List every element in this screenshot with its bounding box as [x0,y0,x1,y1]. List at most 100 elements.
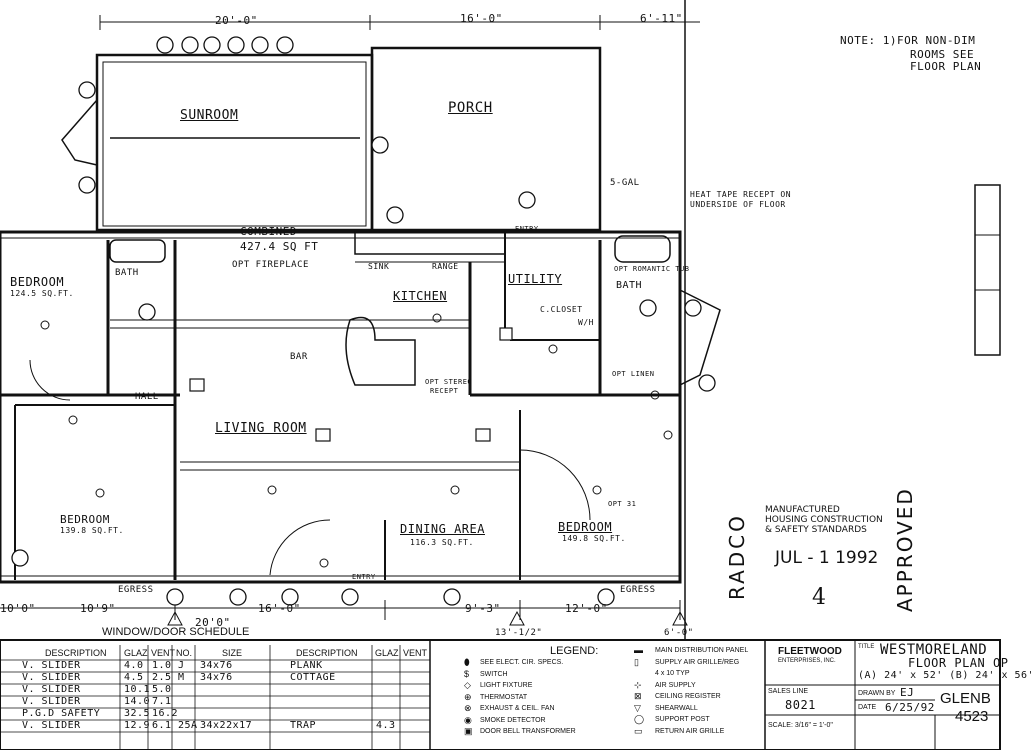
sched-h-vent2: VENT [403,648,428,658]
sched-h-no: NO. [176,648,193,658]
dim-bottom-6: 12'-0" [565,602,608,615]
dining-area-sqft: 116.3 SQ.FT. [410,538,474,547]
legend-item: SEE ELECT. CIR. SPECS. [480,659,564,666]
room-hall: HALL [135,392,159,402]
schedule-cell: 4.0 [124,660,144,671]
schedule-cell: COTTAGE [290,672,336,683]
opt-31: OPT 31 [608,500,637,508]
legend-item: SUPPLY AIR GRILLE/REG [655,658,740,666]
room-utility: UTILITY [508,272,563,286]
sched-h-desc2: DESCRIPTION [296,648,358,658]
sched-h-size: SIZE [222,648,243,658]
schedule-cell: 4.3 [376,720,396,731]
legend-symbol-icon: ◇ [464,680,471,690]
dim-bottom-5: 9'-3" [465,602,501,615]
room-bedroom-left-area: 124.5 SQ.FT. [10,289,74,298]
company-sub: ENTERPRISES, INC. [778,658,836,664]
legend-symbol-icon: ⬮ [464,657,470,667]
schedule-cell: 5.0 [152,684,172,695]
dim-bottom-2: 10'9" [80,602,116,615]
plan-title: WESTMORELAND [880,642,988,658]
drawn-by: EJ [900,686,915,699]
note-line-1: NOTE: 1)FOR NON-DIM [840,34,976,47]
dim-bottom-7: 13'-1/2" [495,628,543,638]
range-label: RANGE [432,262,459,271]
date-value: 6/25/92 [885,701,935,714]
schedule-cell: 2.5 [152,672,172,683]
legend-symbol-icon: ◯ [634,714,645,724]
schedule-cell: 10.1 [124,684,151,695]
egress-right: EGRESS [620,585,656,595]
dim-bottom-8: 6'-0" [664,628,694,638]
legend-symbol-icon: ▭ [634,725,643,736]
date-label: DATE [858,704,877,711]
legend-item: DOOR BELL TRANSFORMER [480,728,576,735]
drawn-label: DRAWN BY [858,690,896,697]
stamp-housing-3: & SAFETY STANDARDS [765,525,867,535]
legend-item: LIGHT FIXTURE [480,682,533,689]
sched-h-glaz2: GLAZ [375,648,399,658]
dim-bottom-3: 20'0" [195,616,231,629]
schedule-cell: 34x76 [200,672,233,683]
legend-item: CEILING REGISTER [655,693,721,700]
legend-item: SUPPORT POST [655,716,710,723]
schedule-title: WINDOW/DOOR SCHEDULE [102,626,250,638]
dim-bottom-4: 16'-0" [258,602,301,615]
company-name: FLEETWOOD [778,646,842,657]
legend-symbol-icon: $ [464,668,470,679]
room-bedroom-mid: BEDROOM [60,513,110,526]
egress-left: EGRESS [118,585,154,595]
title-label: TITLE [858,644,875,650]
room-bedroom-right: BEDROOM [558,520,613,534]
opt-stereo: OPT STEREO [425,378,473,386]
schedule-cell: 32.5 [124,708,151,719]
stamp-radco: RADCO [725,513,749,600]
schedule-cell: V. SLIDER [22,672,81,683]
legend-symbol-icon: ▽ [634,702,641,713]
room-dining-area: DINING AREA [400,522,485,536]
schedule-cell: 34x76 [200,660,233,671]
dim-top-1: 20'-0" [215,14,258,27]
recept-label: RECEPT [430,387,459,395]
dim-top-3: 6'-11" [640,12,683,25]
schedule-cell: PLANK [290,660,323,671]
opt-fireplace: OPT FIREPLACE [232,260,309,270]
legend-item: RETURN AIR GRILLE [655,727,725,735]
bar-label: BAR [290,352,308,362]
plan-sizes: (A) 24' x 52' (B) 24' x 56' [858,670,1034,681]
sales-line-label: SALES LINE [768,688,809,695]
dim-bottom-1: 10'0" [0,602,36,615]
stamp-number: 4 [812,585,826,610]
sched-h-vent: VENT [151,648,176,658]
room-living-room: LIVING ROOM [215,421,307,436]
legend-title: LEGEND: [550,645,599,657]
room-sunroom: SUNROOM [180,108,239,123]
schedule-cell: 7.1 [152,696,172,707]
room-bath-right: BATH [616,280,643,291]
legend-item: THERMOSTAT [480,693,528,701]
legend-symbol-icon: ▯ [634,656,639,667]
sched-h-glaz: GLAZ [124,648,148,658]
entry-bottom: ENTRY [352,573,376,581]
room-porch: PORCH [448,100,493,116]
combined-label: COMBINED [240,225,297,238]
legend-symbol-icon: ▬ [634,645,643,655]
note-line-3: FLOOR PLAN [910,60,982,73]
opt-romantic-tub: OPT ROMANTIC TUB [614,265,690,273]
wh-label: W/H [578,318,594,327]
schedule-cell: 25A [178,720,198,731]
legend-item: SMOKE DETECTOR [480,716,546,724]
c-closet: C.CLOSET [540,305,583,314]
stamp-approved: APPROVED [893,487,917,612]
model-name: GLENB [940,690,991,707]
scale: SCALE: 3/16" = 1'-0" [768,722,833,729]
schedule-cell: V. SLIDER [22,720,81,731]
note-line-2: ROOMS SEE [910,48,975,61]
legend-symbol-icon: ⊠ [634,691,642,701]
schedule-cell: V. SLIDER [22,660,81,671]
plan-subtitle: FLOOR PLAN OP [908,656,1009,670]
model-number: 4523 [955,708,989,725]
sink-label: SINK [368,262,390,271]
legend-symbol-icon: ⊹ [634,679,642,690]
schedule-cell: P.G.D SAFETY [22,708,101,719]
